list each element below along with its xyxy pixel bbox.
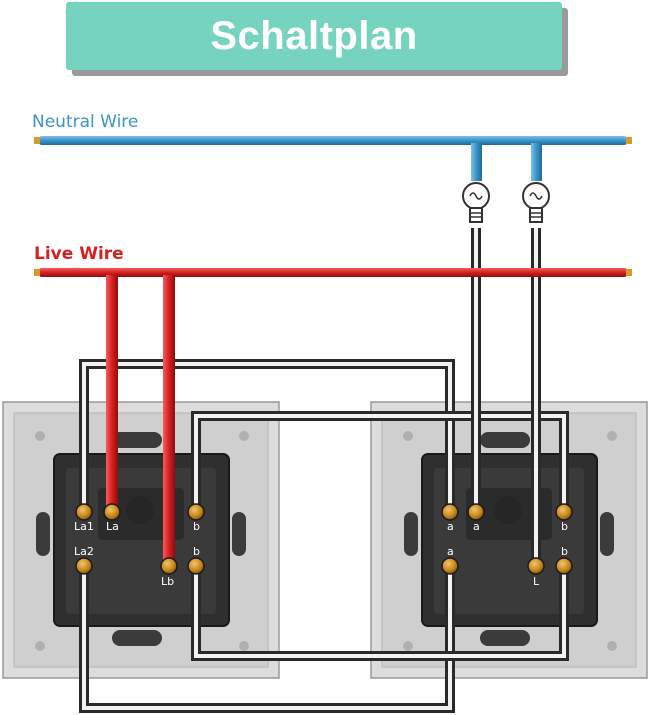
live-wire-label: Live Wire: [34, 244, 124, 264]
live-wire: [34, 268, 632, 567]
terminal-label: b: [561, 520, 568, 533]
terminal-label: a: [473, 520, 480, 533]
terminal-b-top-left: [187, 503, 205, 521]
terminal-label: Lb: [161, 575, 175, 588]
terminal-label: L: [533, 575, 540, 588]
terminal-label: La1: [74, 520, 94, 533]
terminal-label: b: [193, 545, 200, 558]
terminal-l-right: [527, 557, 545, 575]
switch-plate-left: [2, 401, 280, 679]
terminal-b-bottom-right: [555, 557, 573, 575]
terminals-left: [75, 503, 205, 575]
terminal-b-top-right: [555, 503, 573, 521]
terminal-la2: [75, 557, 93, 575]
light-bulb-icon: [462, 182, 490, 223]
traveller-wires: [79, 228, 569, 713]
terminal-a-top-1: [441, 503, 459, 521]
terminal-la: [103, 503, 121, 521]
terminal-label: b: [193, 520, 200, 533]
terminal-la1: [75, 503, 93, 521]
terminal-label: La: [106, 520, 119, 533]
title-banner: Schaltplan: [66, 2, 562, 70]
neutral-wire-label: Neutral Wire: [32, 112, 139, 132]
terminal-lb: [160, 557, 178, 575]
terminal-label: a: [447, 545, 454, 558]
terminal-a-top-2: [467, 503, 485, 521]
terminal-label: b: [561, 545, 568, 558]
page-title: Schaltplan: [210, 13, 418, 58]
switch-plate-right: [370, 401, 648, 679]
terminals-right: [441, 503, 573, 575]
terminal-a-bottom: [441, 557, 459, 575]
neutral-wire: [34, 136, 632, 181]
terminal-label: a: [447, 520, 454, 533]
light-bulb-icon: [522, 182, 550, 223]
terminal-label: La2: [74, 545, 94, 558]
terminal-b-bottom-left: [187, 557, 205, 575]
